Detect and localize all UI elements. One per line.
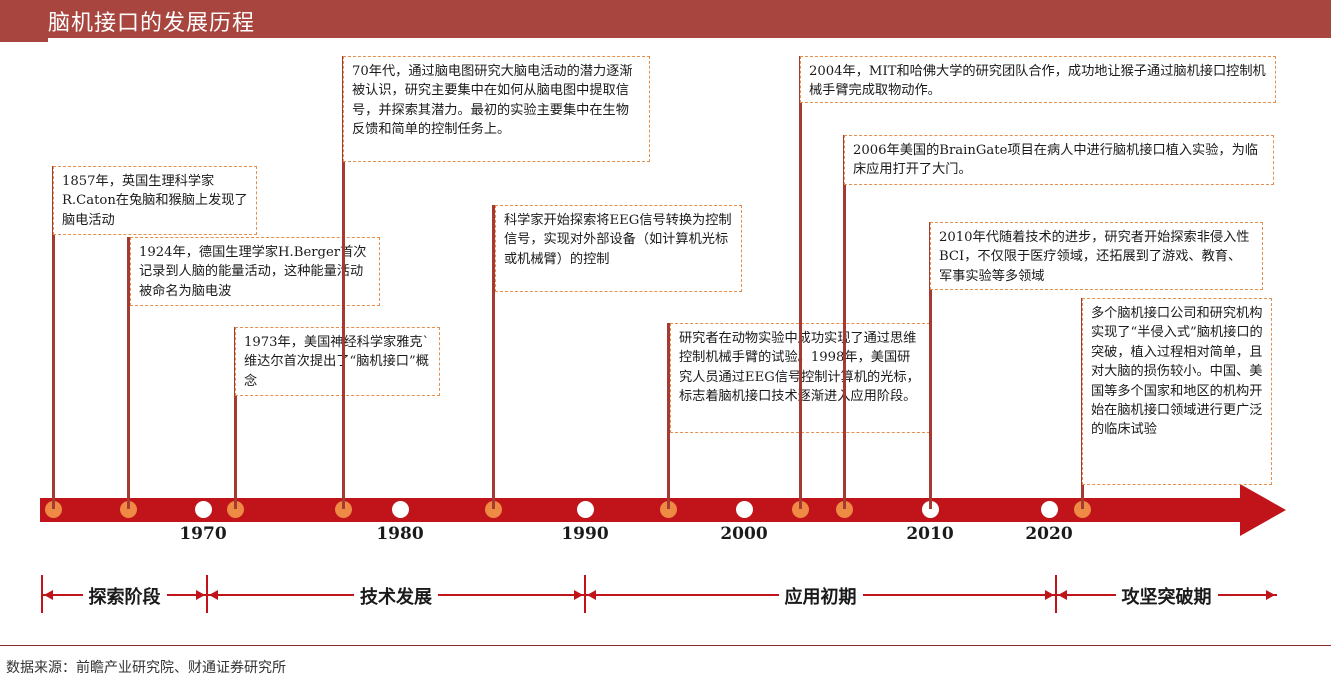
- event-dot: [119, 500, 137, 518]
- phase-arrow-right: [1045, 590, 1054, 600]
- event-connector: [799, 56, 802, 509]
- decade-label: 2020: [1025, 524, 1073, 544]
- decade-label: 1990: [561, 524, 609, 544]
- event-connector: [342, 56, 345, 509]
- event-connector: [127, 237, 130, 509]
- event-box: 1857年，英国生理科学家R.Caton在兔脑和猴脑上发现了脑电活动: [53, 166, 257, 235]
- decade-label: 2010: [906, 524, 954, 544]
- decade-label: 1970: [179, 524, 227, 544]
- decade-dot: [391, 500, 409, 518]
- phase-arrow-right: [196, 590, 205, 600]
- phase-label: 探索阶段: [82, 583, 167, 609]
- decade-dot: [1040, 500, 1058, 518]
- phase-arrow-left: [209, 590, 218, 600]
- event-dot: [1073, 500, 1091, 518]
- event-dot: [226, 500, 244, 518]
- title-bar-tail: [0, 38, 48, 42]
- event-dot: [835, 500, 853, 518]
- phase-arrow-left: [44, 590, 53, 600]
- event-dot: [659, 500, 677, 518]
- phase-arrow-right: [574, 590, 583, 600]
- event-connector: [234, 327, 237, 509]
- event-connector: [929, 222, 932, 509]
- event-connector: [843, 135, 846, 509]
- event-box: 科学家开始探索将EEG信号转换为控制信号，实现对外部设备（如计算机光标或机械臂）…: [495, 205, 742, 292]
- page-title: 脑机接口的发展历程: [48, 11, 256, 36]
- event-box: 1973年，美国神经科学家雅克`维达尔首次提出了“脑机接口”概念: [235, 327, 440, 396]
- event-dot: [791, 500, 809, 518]
- event-connector: [52, 166, 55, 509]
- event-box: 多个脑机接口公司和研究机构实现了“半侵入式”脑机接口的突破，植入过程相对简单，且…: [1082, 298, 1272, 485]
- phase-label: 攻坚突破期: [1115, 583, 1218, 609]
- event-box: 1924年，德国生理学家H.Berger首次记录到人脑的能量活动，这种能量活动被…: [130, 237, 380, 306]
- event-box: 2010年代随着技术的进步，研究者开始探索非侵入性BCI，不仅限于医疗领域，还拓…: [930, 222, 1263, 290]
- event-dot: [484, 500, 502, 518]
- decade-label: 2000: [720, 524, 768, 544]
- decade-label: 1980: [376, 524, 424, 544]
- phase-arrow-left: [1058, 590, 1067, 600]
- event-connector: [492, 205, 495, 509]
- event-box: 2006年美国的BrainGate项目在病人中进行脑机接口植入实验，为临床应用打…: [844, 135, 1274, 185]
- decade-dot: [921, 500, 939, 518]
- footer-divider: [0, 645, 1331, 646]
- event-dot: [334, 500, 352, 518]
- event-box: 70年代，通过脑电图研究大脑电活动的潜力逐渐被认识，研究主要集中在如何从脑电图中…: [343, 56, 650, 162]
- event-dot: [44, 500, 62, 518]
- title-bar: 脑机接口的发展历程: [0, 0, 1331, 42]
- phase-arrow-left: [587, 590, 596, 600]
- decade-dot: [194, 500, 212, 518]
- event-box: 2004年，MIT和哈佛大学的研究团队合作，成功地让猴子通过脑机接口控制机械手臂…: [800, 56, 1276, 103]
- source-note: 数据来源：前瞻产业研究院、财通证券研究所: [6, 660, 286, 676]
- event-connector: [667, 323, 670, 509]
- decade-dot: [576, 500, 594, 518]
- decade-dot: [735, 500, 753, 518]
- phase-label: 技术发展: [354, 583, 438, 609]
- phase-label: 应用初期: [778, 583, 863, 609]
- phase-arrow-right: [1266, 590, 1275, 600]
